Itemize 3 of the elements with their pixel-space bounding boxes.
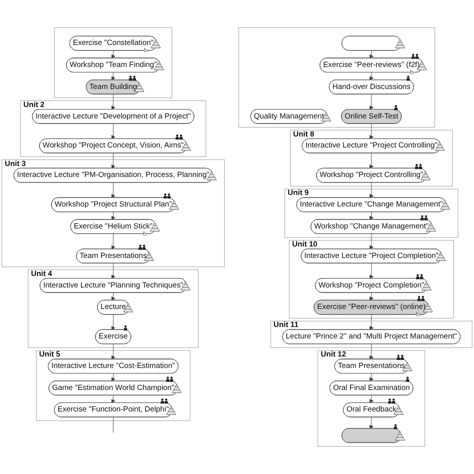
cluster	[54, 27, 172, 98]
connector	[112, 416, 114, 433]
cluster	[238, 27, 435, 128]
